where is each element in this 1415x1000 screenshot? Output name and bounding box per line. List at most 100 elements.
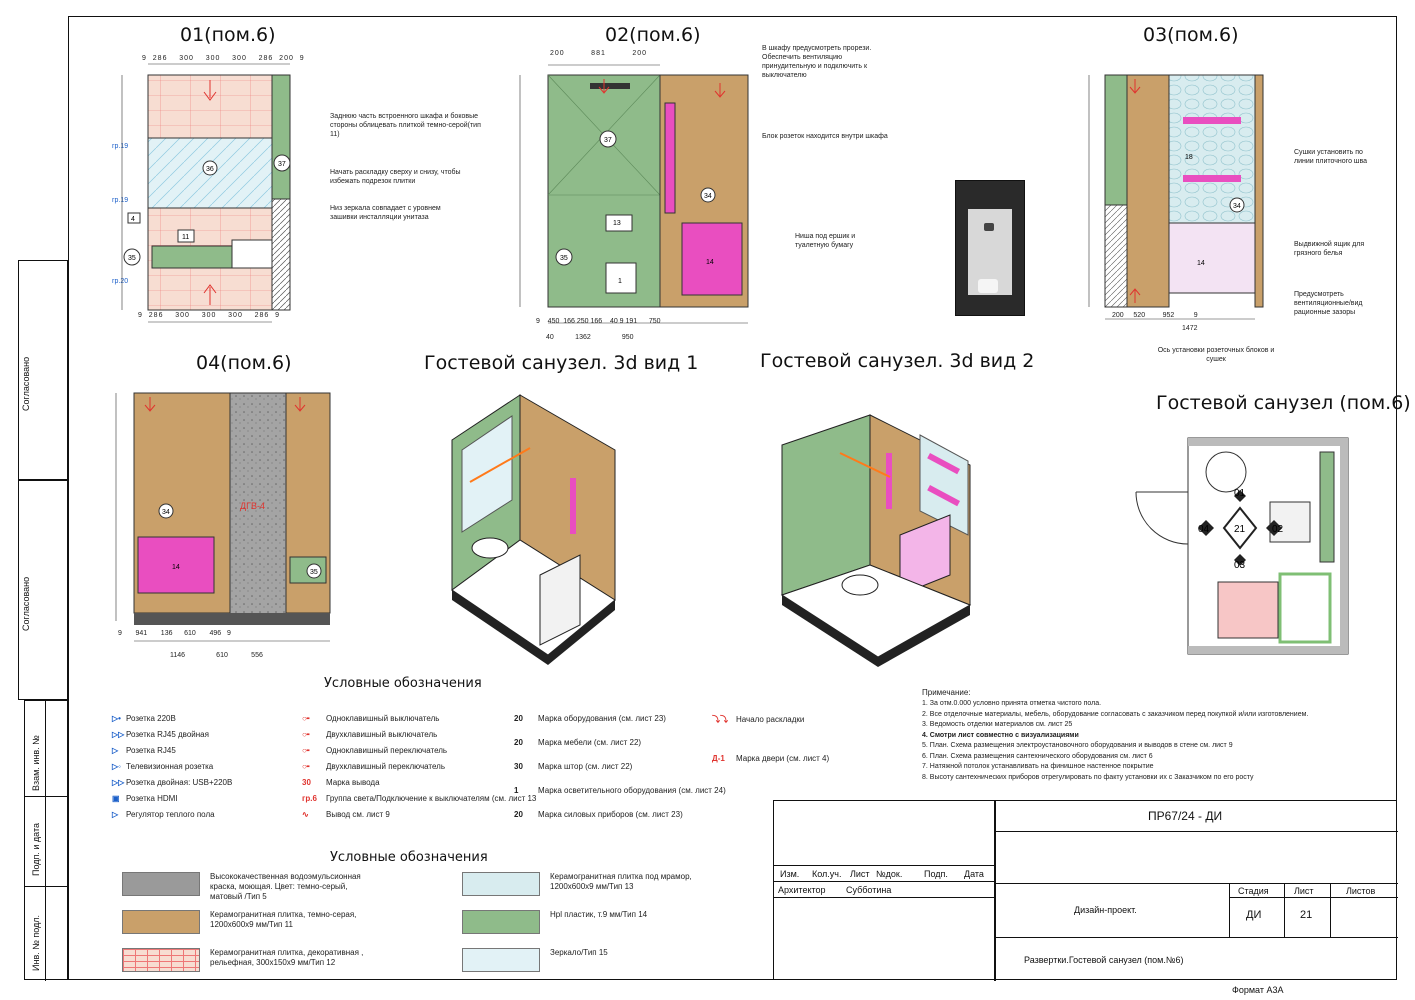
v04-bottom-dims-2: 1146 610 556 (170, 652, 263, 659)
tb-h-date: Дата (964, 869, 984, 879)
elevation-01: 36 37 35 11 4 гр.19 гр.19 гр.20 (112, 63, 291, 323)
legend-text: Телевизионная розетка (126, 762, 214, 771)
legend-icon: ▷• (112, 714, 121, 723)
note-item: 5. План. Схема размещения электроустанов… (922, 742, 1233, 749)
view-title-02: 02(пом.6) (605, 24, 701, 46)
v02-note-3: Ниша под ершик и туалетную бумагу (795, 233, 856, 249)
legend-item: ○╸Одноклавишный выключатель (302, 714, 439, 723)
mark-4: 4 (131, 216, 135, 223)
material-text: Высококачественная водоэмульсионная крас… (210, 872, 361, 901)
tb-format: Формат А3А (1232, 985, 1284, 995)
legend-text: Группа света/Подключение к выключателям … (326, 794, 537, 803)
legend-text: Розетка двойная: USB+220В (126, 778, 233, 787)
mark-37: 37 (278, 161, 286, 168)
v02-note-1: В шкафу предусмотреть прорези. Обеспечит… (762, 45, 872, 79)
note-item: 4. Смотри лист совместно с визуализациям… (922, 731, 1079, 739)
legend-item: ▷▷Розетка двойная: USB+220В (112, 778, 232, 787)
v01-bottom-dims: 9 286 300 300 300 286 9 (138, 312, 281, 319)
drawing-frame (68, 16, 1397, 980)
legend-item: ○╸Одноклавишный переключатель (302, 746, 447, 755)
legend-text: Марка двери (см. лист 4) (736, 754, 830, 763)
legend-text: Марка мебели (см. лист 22) (538, 738, 642, 747)
title-block: ПР67/24 - ДИ Изм. Кол.уч. Лист №док. Под… (773, 800, 1398, 981)
view-title-3d-1: Гостевой санузел. 3d вид 1 (424, 352, 699, 374)
legend-text: Розетка RJ45 (126, 746, 176, 755)
material-swatch (462, 948, 540, 972)
stamp-label: Согласовано (21, 356, 31, 411)
tb-role: Архитектор (778, 885, 826, 895)
stamp-label: Взам. инв. № (31, 735, 41, 791)
tb-h-podp: Подп. (924, 869, 948, 879)
note-item: 7. Натяжной потолок устанавливать на фин… (922, 763, 1154, 770)
v01-note-1: Заднюю часть встроенного шкафа и боковые… (330, 113, 481, 138)
elevation-02: 37 34 35 14 1 13 (519, 64, 749, 324)
legend-item: ▣Розетка HDMI (112, 794, 178, 803)
tb-h-kol: Кол.уч. (812, 869, 842, 879)
mark-13: 13 (613, 220, 621, 227)
mark-34: 34 (1233, 203, 1241, 210)
legend-icon: ○╸ (302, 762, 312, 771)
legend-item: ▷Розетка RJ45 (112, 746, 176, 755)
stamp-soglasovano-1: Согласовано (18, 260, 68, 480)
mark-37: 37 (604, 137, 612, 144)
group-mark: гр.19 (112, 143, 128, 150)
view-3d-1 (451, 394, 616, 665)
material-swatch (122, 948, 200, 972)
mark-14: 14 (706, 259, 714, 266)
tb-sheet-title: Развертки.Гостевой санузел (пом.№6) (1024, 955, 1184, 965)
legend-icon: ○╸ (302, 714, 312, 723)
plan-label-02: 02 (1272, 524, 1284, 535)
legend-icon: 30 (302, 778, 311, 787)
legend-item: ▷◦Телевизионная розетка (112, 762, 213, 771)
mark-1: 1 (618, 278, 622, 285)
legend-icon: ○╸ (302, 730, 312, 739)
legend-item: ▷• Розетка 220В (112, 714, 176, 723)
legend-item: ▷Регулятор теплого пола (112, 810, 215, 819)
v03-note-1: Сушки установить по линии плиточного шва (1294, 149, 1368, 165)
legend-text: Розетка 220В (126, 714, 176, 723)
v03-note-2: Выдвижной ящик для грязного белья (1294, 241, 1365, 257)
mark-35: 35 (560, 255, 568, 262)
legend-text: Двухклавишный выключатель (326, 730, 438, 739)
mark-34: 34 (162, 509, 170, 516)
legend-text: Начало раскладки (736, 715, 805, 724)
legend-item: ○╸ Двухклавишный выключатель (302, 730, 437, 739)
material-text: Керамогранитная плитка, декоративная , р… (210, 948, 364, 967)
note-item: 3. Ведомость отделки материалов см. лист… (922, 721, 1073, 728)
legend-text: Марка штор (см. лист 22) (538, 762, 633, 771)
tb-code: ПР67/24 - ДИ (1148, 809, 1223, 823)
tb-h-doc: №док. (876, 869, 903, 879)
view-title-3d-2: Гостевой санузел. 3d вид 2 (760, 350, 1035, 372)
legend-icon: 20 (514, 714, 523, 723)
mark-35: 35 (310, 569, 318, 576)
legend-item: ▷▷Розетка RJ45 двойная (112, 730, 209, 739)
stamp-label: Подп. и дата (31, 822, 41, 876)
group-mark: гр.20 (112, 278, 128, 285)
mark-14: 14 (1197, 260, 1205, 267)
mark-14: 14 (172, 564, 180, 571)
stamp-soglasovano-2: Согласовано (18, 480, 68, 700)
tb-name: Субботина (846, 885, 892, 895)
v03-note-3: Предусмотреть вентиляционные/вид рационн… (1294, 291, 1363, 316)
legend-text: Розетка RJ45 двойная (126, 730, 209, 739)
view-title-04: 04(пом.6) (196, 352, 292, 374)
legend2-title: Условные обозначения (330, 850, 488, 865)
v03-bottom-dims-2: 1472 (1182, 325, 1198, 332)
v01-note-3: Низ зеркала совпадает с уровнем зашивки … (330, 205, 441, 221)
view-title-plan: Гостевой санузел (пом.6) (1156, 392, 1411, 414)
group-mark: гр.19 (112, 197, 128, 204)
view-3d-2 (780, 414, 972, 667)
door-mark: ДГВ-4 (240, 501, 265, 511)
legend-text: Регулятор теплого пола (126, 810, 215, 819)
legend-icon: ▷▷ (112, 730, 125, 739)
note-item: 2. Все отделочные материалы, мебель, обо… (922, 710, 1309, 718)
legend-text: Розетка HDMI (126, 794, 178, 803)
v03-bottom-dims-1: 200 520 952 9 (1112, 312, 1198, 319)
material-text: Зеркало/Тип 15 (550, 948, 608, 957)
stamp-bottom: Взам. инв. № Подп. и дата Инв. № подл. (24, 700, 69, 981)
